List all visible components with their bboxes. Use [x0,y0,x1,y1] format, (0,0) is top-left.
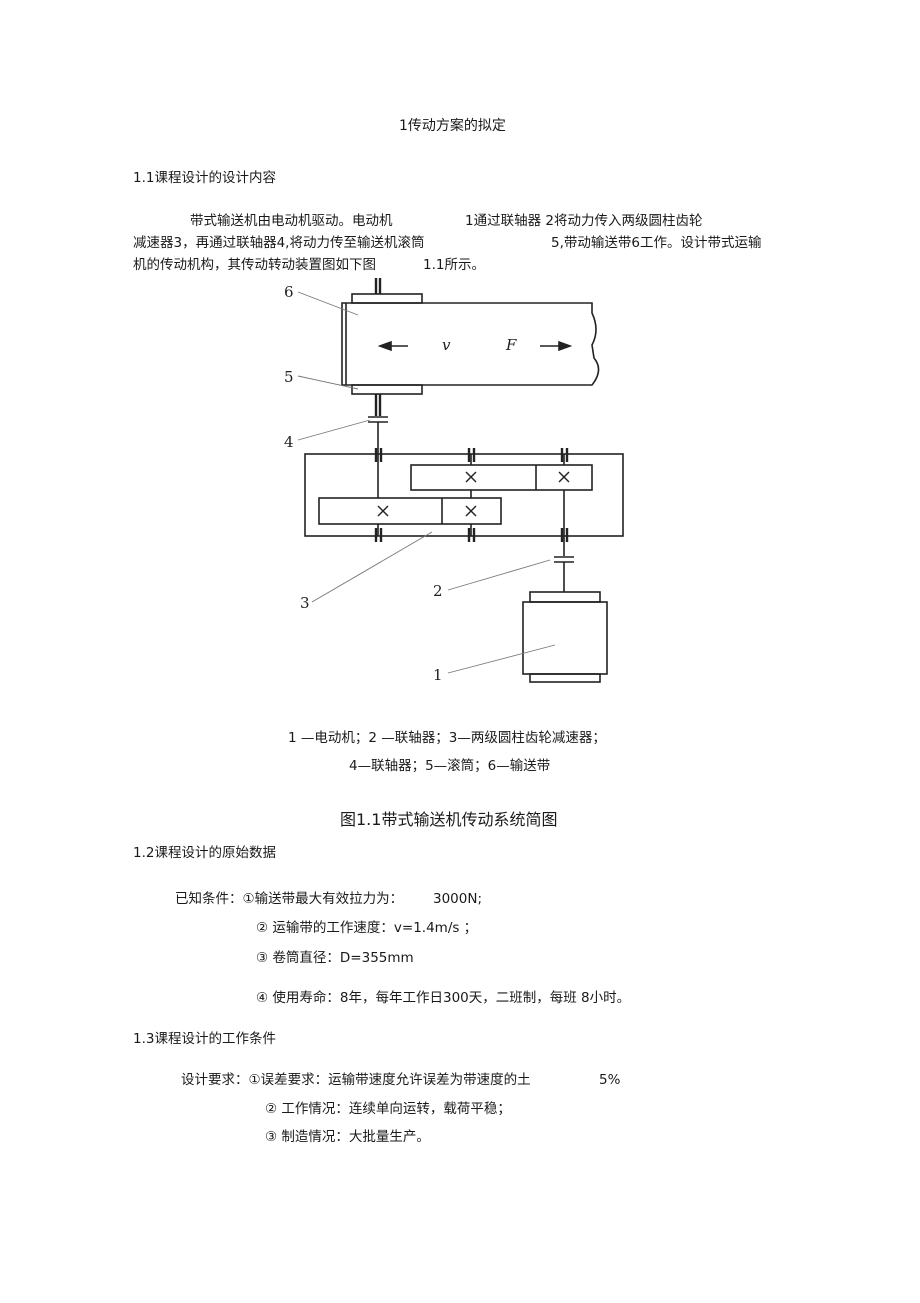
design-requirement-1b: 5% [599,1072,621,1088]
caption-line-1: 1 —电动机；2 —联轴器；3—两级圆柱齿轮减速器； [288,730,606,746]
design-requirement-2: ② 工作情况：连续单向运转，载荷平稳； [265,1101,511,1117]
paragraph-line-2b: 5,带动输送带6工作。设计带式运输 [551,235,762,251]
label-5: 5 [284,368,294,386]
label-6: 6 [284,283,294,301]
known-condition-2: ② 运输带的工作速度：v=1.4m/s ； [256,920,478,936]
section-heading-1-1: 1.1课程设计的设计内容 [133,170,276,186]
force-label: F [505,336,517,354]
label-3: 3 [300,594,310,612]
known-condition-4: ④ 使用寿命：8年，每年工作日300天，二班制，每班 8小时。 [256,990,631,1006]
label-4: 4 [284,433,294,451]
paragraph-line-2a: 减速器3，再通过联轴器4,将动力传至输送机滚筒 [133,235,425,251]
page-title: 1传动方案的拟定 [399,118,506,134]
known-condition-3: ③ 卷筒直径：D=355mm [256,950,414,966]
caption-line-2: 4—联轴器；5—滚筒；6—输送带 [349,758,551,774]
drum-top-cap [351,293,423,304]
known-condition-1b: 3000N; [433,891,483,907]
design-requirement-1a: 设计要求：①误差要求：运输带速度允许误差为带速度的土 [181,1072,531,1088]
section-heading-1-3: 1.3课程设计的工作条件 [133,1031,276,1047]
section-heading-1-2: 1.2课程设计的原始数据 [133,845,276,861]
paragraph-line-1b: 1通过联轴器 2将动力传入两级圆柱齿轮 [465,213,703,229]
known-condition-1a: 已知条件：①输送带最大有效拉力为： [175,891,404,907]
velocity-label: v [442,336,451,354]
lower-gear-pair [318,497,502,525]
paragraph-line-3a: 机的传动机构，其传动转动装置图如下图 [133,257,376,273]
transmission-diagram: 6 5 4 3 2 1 v F [284,278,624,684]
design-requirement-3: ③ 制造情况：大批量生产。 [265,1129,430,1145]
label-1: 1 [433,666,443,684]
conveyor-belt-shape [341,302,600,386]
label-2: 2 [433,582,443,600]
figure-title: 图1.1带式输送机传动系统简图 [340,810,558,829]
gearbox-housing [304,453,624,537]
paragraph-line-3b: 1.1所示。 [423,257,485,273]
paragraph-line-1a: 带式输送机由电动机驱动。电动机 [190,213,393,229]
drum-bottom-cap [351,384,423,395]
upper-gear-pair [410,464,593,491]
electric-motor [522,601,608,675]
